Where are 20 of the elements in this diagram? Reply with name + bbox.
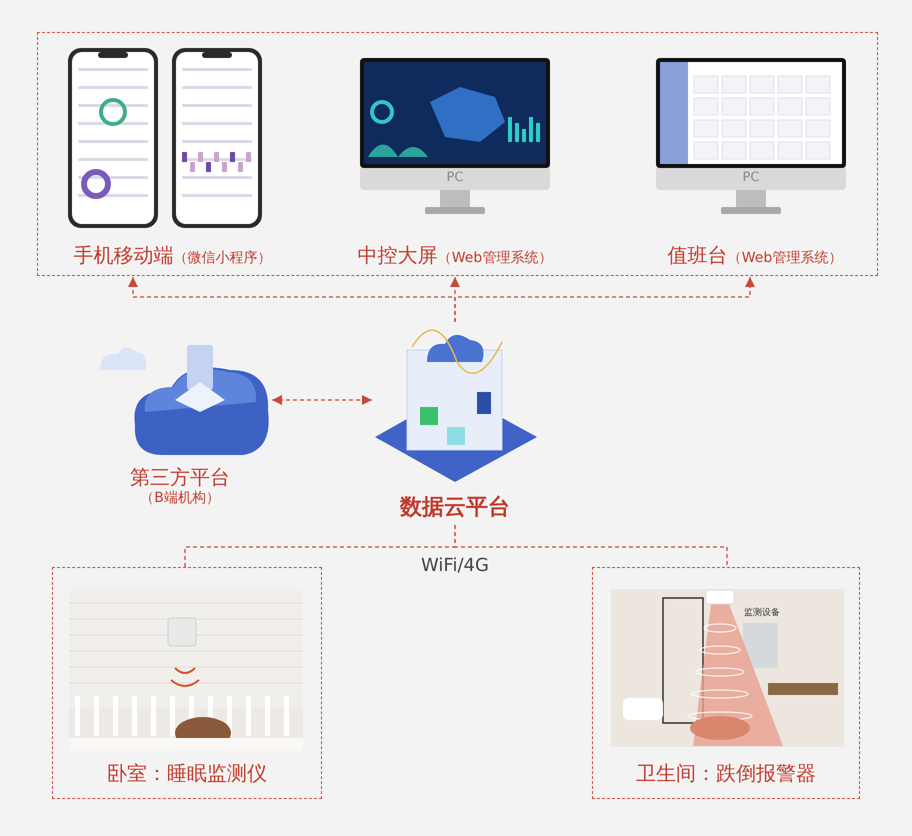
node-title: 卫生间：跌倒报警器 <box>636 761 816 785</box>
scene-box <box>52 567 322 799</box>
node-title: 卧室：睡眠监测仪 <box>107 761 267 785</box>
node-title: 数据云平台 <box>400 495 510 520</box>
node-subtitle: （B端机构） <box>139 490 221 508</box>
node-subtitle: （Web管理系统） <box>728 250 842 266</box>
node-title: 手机移动端 <box>74 243 174 267</box>
screen-label: PC <box>742 170 760 185</box>
arrow <box>454 277 755 322</box>
node-title: 中控大屏 <box>358 243 438 267</box>
device-label: 监测设备 <box>744 606 780 619</box>
node-title: 第三方平台 <box>129 465 231 490</box>
scene-box <box>592 567 860 799</box>
connector-line <box>454 525 728 567</box>
network-label: WiFi/4G <box>421 555 489 576</box>
arrow <box>272 395 372 405</box>
screen-label: PC <box>446 170 464 185</box>
node-subtitle: （Web管理系统） <box>438 250 552 266</box>
node-title: 值班台 <box>668 243 728 267</box>
node-subtitle: （微信小程序） <box>174 250 272 266</box>
